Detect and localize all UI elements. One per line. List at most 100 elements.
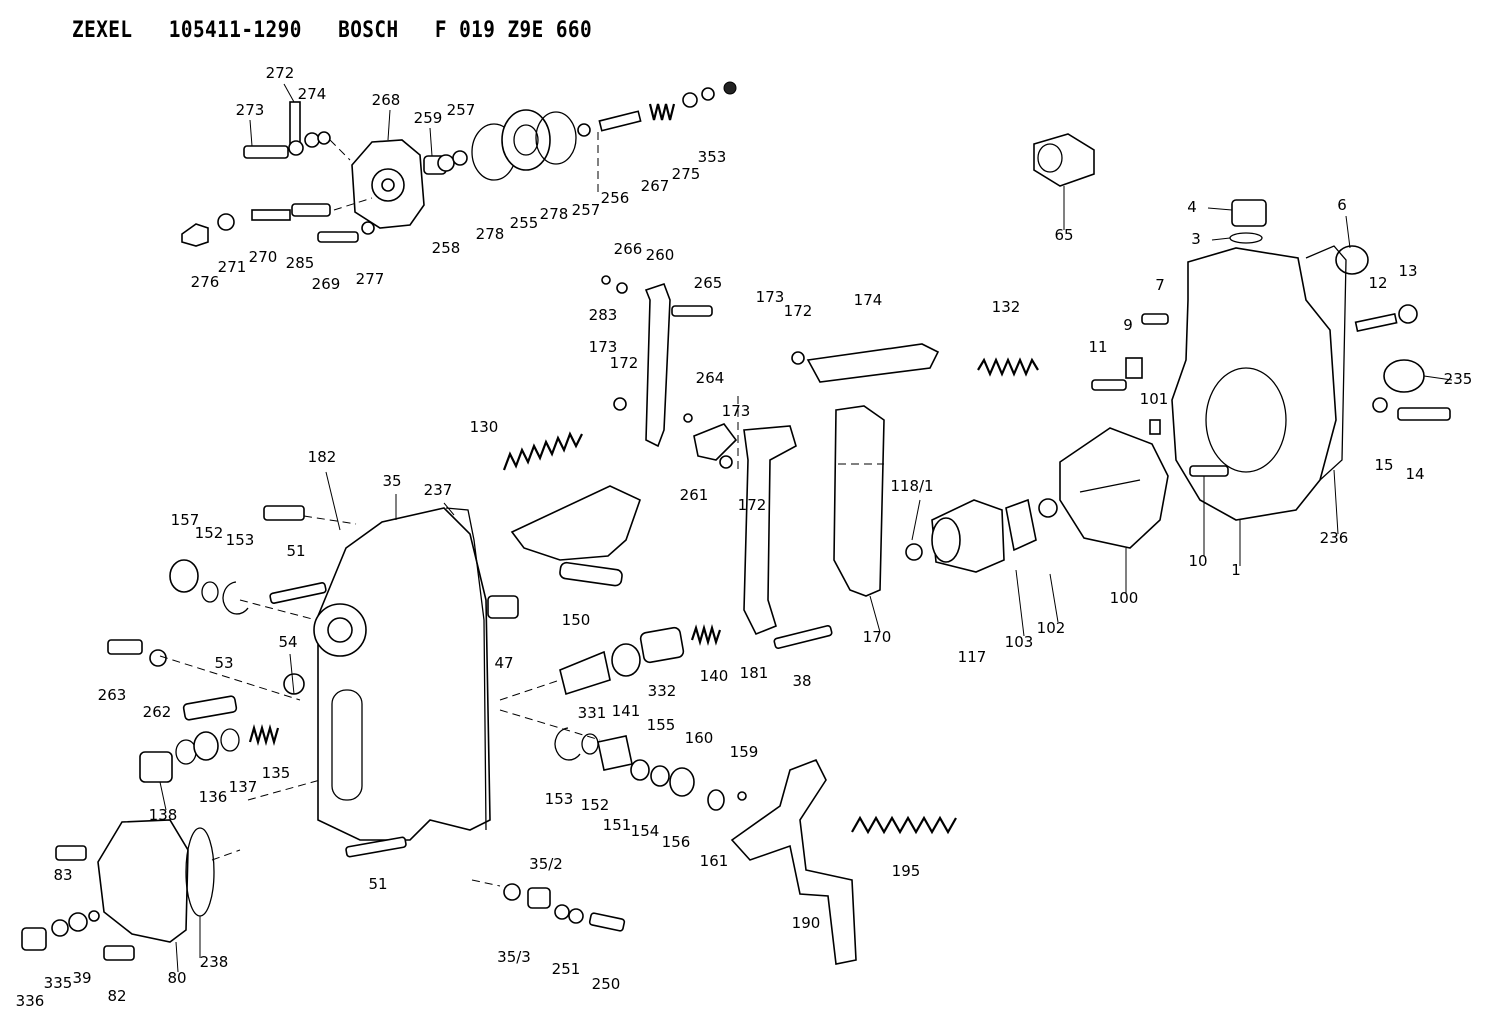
part-35-governor-cover <box>317 507 491 841</box>
callout-label: 272 <box>266 64 295 82</box>
callout-label: 53 <box>214 654 233 672</box>
part-257-washer-b <box>577 123 591 137</box>
callout-label: 266 <box>614 240 643 258</box>
part-152-oring <box>201 581 219 603</box>
part-257-washer-a <box>452 150 468 166</box>
part-153-snap-ring-b <box>554 727 581 761</box>
part-336-cap-nut <box>21 927 47 951</box>
alignment-line <box>333 197 373 211</box>
part-10-screw <box>1189 465 1229 477</box>
callout-label: 157 <box>171 511 200 529</box>
leader-line <box>283 83 295 103</box>
callout-label: 170 <box>863 628 892 646</box>
part-103-shim <box>1005 498 1037 552</box>
part-136-nut <box>193 731 219 761</box>
part-181-lever <box>743 425 797 636</box>
part-190-lever <box>730 758 857 965</box>
callout-label: 153 <box>226 531 255 549</box>
callout-label: 51 <box>286 542 305 560</box>
callout-label: 1 <box>1231 561 1241 579</box>
part-153-snap-ring <box>222 581 249 615</box>
part-256-shaft <box>598 110 642 132</box>
callout-label: 335 <box>44 974 73 992</box>
callout-label: 100 <box>1110 589 1139 607</box>
callout-label: 154 <box>631 822 660 840</box>
part-137-washer <box>220 728 240 752</box>
part-35-slot <box>331 689 363 801</box>
callout-label: 276 <box>191 273 220 291</box>
callout-label: 12 <box>1368 274 1387 292</box>
part-261-plate <box>693 423 738 461</box>
part-258-washer <box>437 154 455 172</box>
part-353-washer <box>701 87 715 101</box>
callout-label: 270 <box>249 248 278 266</box>
part-251-washer-b <box>568 908 584 924</box>
flyweight-group <box>905 427 1169 573</box>
callout-label: 260 <box>646 246 675 264</box>
callout-label: 151 <box>603 816 632 834</box>
part-251-washer-a <box>554 904 570 920</box>
callout-label: 160 <box>685 729 714 747</box>
callout-label: 141 <box>612 702 641 720</box>
callout-label: 172 <box>738 496 767 514</box>
part-155-washer <box>650 765 670 787</box>
callout-label: 172 <box>610 354 639 372</box>
part-235-cap <box>1383 359 1425 393</box>
part-132-spring <box>977 357 1039 377</box>
callout-label: 262 <box>143 703 172 721</box>
part-157-plug <box>169 559 199 593</box>
part-136-washer-a <box>175 739 197 765</box>
callout-label: 138 <box>149 806 178 824</box>
part-266-washer <box>616 282 628 294</box>
part-13-nut <box>1398 304 1418 324</box>
callout-label: 274 <box>298 85 327 103</box>
leader-line <box>869 595 881 633</box>
callout-label: 102 <box>1037 619 1066 637</box>
part-260-lever <box>644 282 671 448</box>
part-11-bolt <box>1091 379 1127 391</box>
callout-label: 54 <box>278 633 297 651</box>
alignment-line <box>303 515 357 525</box>
part-83-screw <box>55 845 87 861</box>
leader-line <box>443 502 455 516</box>
part-172-washer-b <box>791 351 805 365</box>
callout-label: 3 <box>1191 230 1201 248</box>
callout-label: 156 <box>662 833 691 851</box>
cover-80-group <box>21 819 241 961</box>
part-6-plug <box>1335 245 1369 275</box>
part-39-nut <box>68 912 88 932</box>
callout-label: 268 <box>372 91 401 109</box>
callout-label: 257 <box>447 101 476 119</box>
leader-line <box>911 499 921 541</box>
part-236-gasket <box>1305 245 1347 481</box>
part-135-spring <box>248 723 280 747</box>
part-80-end-cover <box>97 819 189 943</box>
callout-label: 264 <box>696 369 725 387</box>
part-172-washer-c <box>719 455 733 469</box>
leader-line <box>387 109 391 141</box>
diagram-title: ZEXEL 105411-1290 BOSCH F 019 Z9E 660 <box>72 18 593 43</box>
part-275-washer <box>682 92 698 108</box>
callout-label: 65 <box>1054 226 1073 244</box>
leader-line <box>1207 207 1233 211</box>
callout-label: 47 <box>494 654 513 672</box>
part-277-washer <box>361 221 375 235</box>
part-238-oring <box>185 827 215 917</box>
callout-label: 83 <box>53 866 72 884</box>
part-264-clip <box>683 413 693 423</box>
callout-label: 278 <box>476 225 505 243</box>
callout-label: 173 <box>722 402 751 420</box>
callout-label: 13 <box>1398 262 1417 280</box>
leader-line <box>159 781 167 811</box>
callout-label: 132 <box>992 298 1021 316</box>
alignment-line <box>247 779 321 801</box>
callout-label: 140 <box>700 667 729 685</box>
callout-label: 136 <box>199 788 228 806</box>
callout-label: 117 <box>958 648 987 666</box>
callout-label: 255 <box>510 214 539 232</box>
part-269-screw <box>317 231 359 243</box>
part-268-hole <box>381 178 395 192</box>
callout-label: 332 <box>648 682 677 700</box>
